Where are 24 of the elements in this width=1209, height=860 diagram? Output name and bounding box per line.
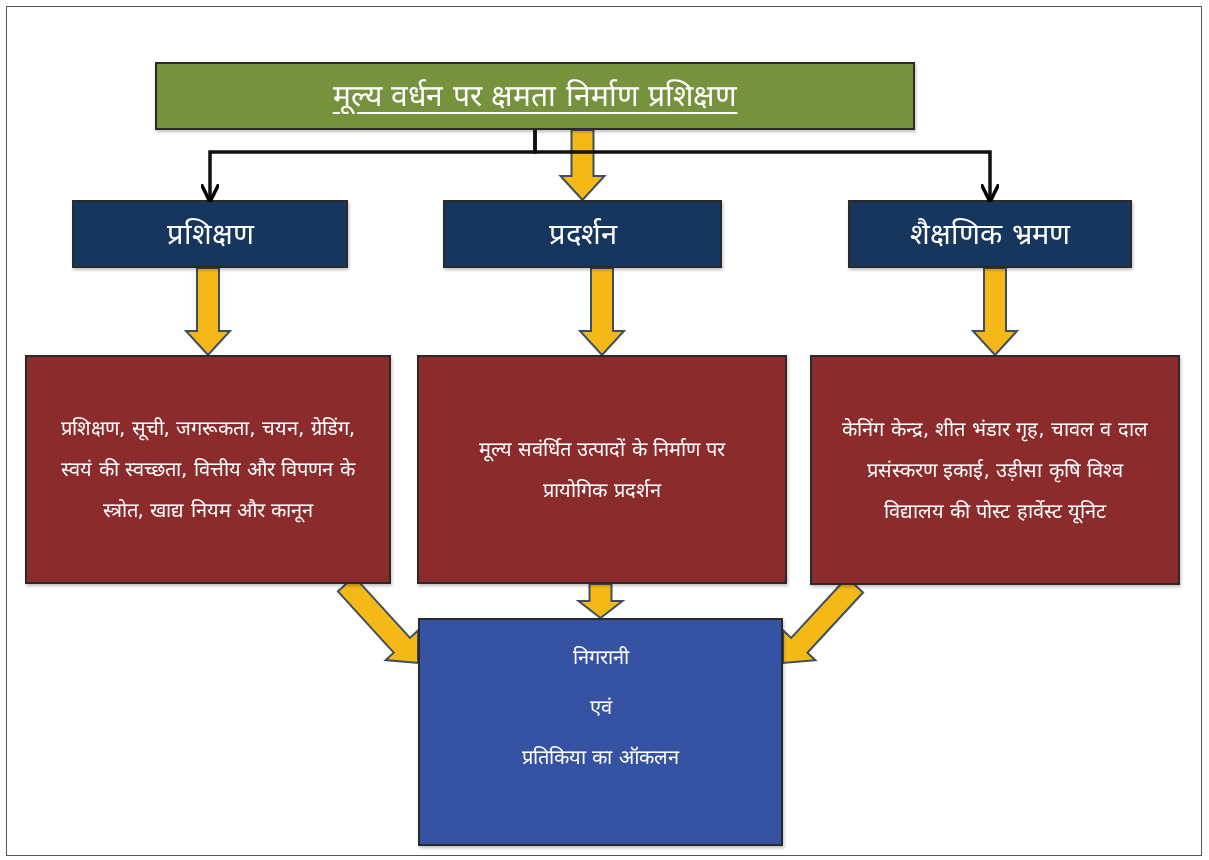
block-arrow	[575, 583, 626, 620]
node-text: प्रदर्शन	[548, 216, 617, 252]
block-arrow	[558, 129, 607, 202]
category-box	[443, 200, 722, 268]
category-box	[848, 200, 1132, 268]
node-text: शैक्षणिक भ्रमण	[910, 216, 1070, 252]
block-arrow	[183, 267, 233, 357]
result-box	[418, 618, 783, 846]
category-box	[72, 200, 348, 268]
block-arrow	[577, 267, 627, 357]
node-text: प्रतिकिया का ऑकलन	[522, 744, 679, 770]
node-text: एवं	[589, 694, 612, 720]
node-text: निगरानी	[572, 644, 629, 670]
detail-box	[25, 355, 391, 584]
arrow	[533, 130, 1001, 204]
node-text: केनिंग केन्द्र, शीत भंडार गृह, चावल व दाल प्रसंस्करण इकाई, उड़ीसा कृषि विश्व विद्यालय की पोस्ट हार्वेस्ट यूनिट	[841, 415, 1149, 526]
node-text: मूल्य वर्धन पर क्षमता निर्माण प्रशिक्षण	[332, 78, 738, 114]
detail-box	[417, 355, 787, 584]
node-text: मूल्य सवंर्धित उत्पादों के निर्माण पर प्रायोगिक प्रदर्शन	[477, 435, 727, 504]
block-arrow	[970, 267, 1020, 357]
node-text: प्रशिक्षण, सूची, जगरूकता, चयन, ग्रेडिंग, स्वयं की स्वच्छता, वित्तीय और विपणन के स्त्रोत, खाद्य नियम और कानून	[59, 415, 357, 525]
detail-box	[810, 355, 1180, 585]
title-banner	[155, 62, 915, 130]
node-text: प्रशिक्षण	[166, 216, 254, 252]
